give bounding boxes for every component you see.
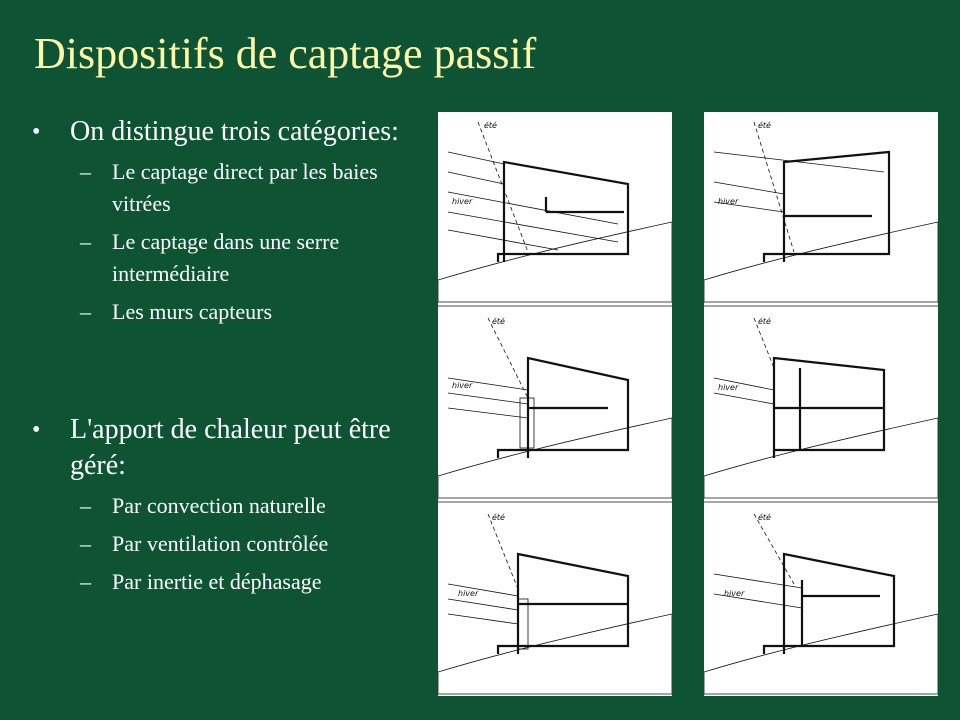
sub-bullet-item: – Le captage dans une serre intermédiair…: [30, 226, 420, 290]
sub-bullet-text: Le captage dans une serre intermédiaire: [112, 229, 340, 286]
winter-label: hiver: [452, 197, 473, 206]
house-section-diagram: été hiver: [438, 120, 672, 303]
summer-label: été: [484, 120, 497, 130]
dash-icon: –: [80, 299, 91, 324]
sub-bullet-item: – Par convection naturelle: [30, 490, 420, 522]
bullet-text: On distingue trois catégories:: [70, 116, 399, 147]
bullet-item: • L'apport de chaleur peut être géré:: [30, 412, 420, 484]
illustration-panel-right: été hiver été hiver été hiver: [704, 112, 938, 696]
dash-icon: –: [80, 159, 91, 184]
svg-text:hiver: hiver: [458, 589, 479, 598]
illustration-panel-left: été hiver été hiver été: [438, 112, 672, 696]
svg-text:été: été: [492, 512, 505, 522]
dash-icon: –: [80, 569, 91, 594]
sub-bullet-item: – Les murs capteurs: [30, 296, 420, 328]
house-section-diagram: été hiver: [438, 512, 672, 695]
sub-bullet-item: – Par ventilation contrôlée: [30, 528, 420, 560]
svg-text:hiver: hiver: [718, 197, 739, 206]
svg-text:hiver: hiver: [452, 381, 473, 390]
sub-bullet-item: – Le captage direct par les baies vitrée…: [30, 156, 420, 220]
svg-text:été: été: [758, 316, 771, 326]
svg-text:hiver: hiver: [718, 383, 739, 392]
sub-bullet-text: Par inertie et déphasage: [112, 569, 322, 594]
sub-bullet-text: Les murs capteurs: [112, 299, 273, 324]
bullet-list: • On distingue trois catégories: – Le ca…: [30, 114, 420, 598]
bullet-icon: •: [32, 417, 41, 443]
house-section-diagram: été hiver: [704, 512, 938, 695]
sub-bullet-text: Le captage direct par les baies vitrées: [112, 159, 378, 216]
bullet-icon: •: [32, 119, 41, 145]
dash-icon: –: [80, 229, 91, 254]
sub-bullet-text: Par convection naturelle: [112, 493, 326, 518]
sub-bullet-item: – Par inertie et déphasage: [30, 566, 420, 598]
house-section-diagram: été hiver: [704, 316, 938, 499]
bullet-text: L'apport de chaleur peut être géré:: [70, 414, 391, 481]
svg-text:été: été: [758, 512, 771, 522]
dash-icon: –: [80, 493, 91, 518]
slide-title: Dispositifs de captage passif: [34, 29, 537, 78]
bullet-item: • On distingue trois catégories:: [30, 114, 420, 150]
sub-bullet-text: Par ventilation contrôlée: [112, 531, 329, 556]
svg-text:été: été: [758, 120, 771, 130]
svg-text:hiver: hiver: [724, 589, 745, 598]
svg-text:été: été: [492, 316, 505, 326]
house-section-diagram: été hiver: [438, 316, 672, 499]
house-section-diagram: été hiver: [704, 120, 938, 303]
dash-icon: –: [80, 531, 91, 556]
